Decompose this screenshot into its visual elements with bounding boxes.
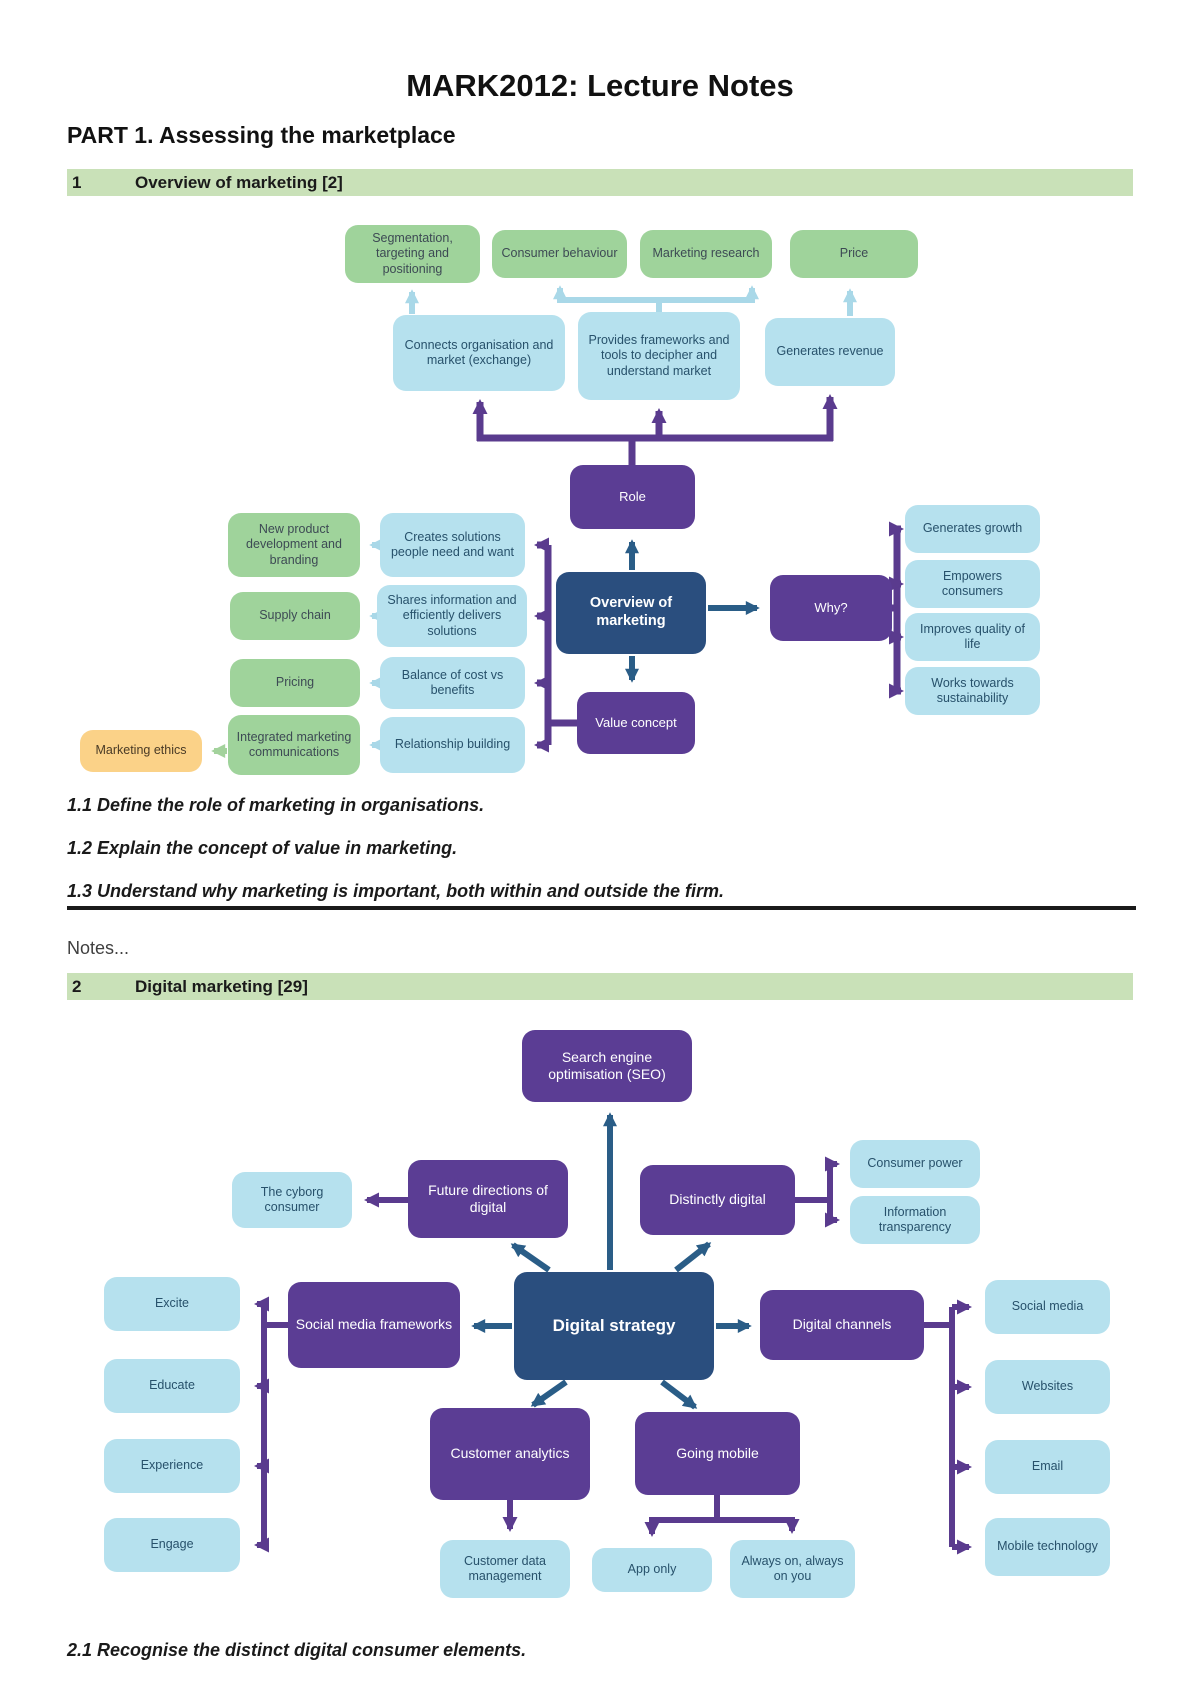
node-empowers-consumers: Empowers consumers — [905, 560, 1040, 608]
purple-branches — [254, 1156, 972, 1555]
objective-1-3: 1.3 Understand why marketing is importan… — [67, 881, 725, 901]
section-2-title: Digital marketing [29] — [135, 976, 308, 996]
section-1-heading: 1 Overview of marketing [2] — [67, 169, 1133, 196]
purple-arrows — [472, 394, 904, 753]
diagram2-connectors — [254, 1112, 972, 1555]
node-future-directions: Future directions of digital — [408, 1160, 568, 1238]
node-value-concept: Value concept — [577, 692, 695, 754]
node-engage: Engage — [104, 1518, 240, 1572]
node-overview-of-marketing: Overview of marketing — [556, 572, 706, 654]
node-social-media: Social media — [985, 1280, 1110, 1334]
node-new-product-development: New product development and branding — [228, 513, 360, 577]
node-excite: Excite — [104, 1277, 240, 1331]
node-segmentation-targeting-positioning: Segmentation, targeting and positioning — [345, 225, 480, 283]
section-2-number: 2 — [72, 976, 82, 996]
node-websites: Websites — [985, 1360, 1110, 1414]
node-integrated-marketing-communications: Integrated marketing communications — [228, 715, 360, 775]
overview-of-marketing-diagram: Segmentation, targeting and positioning … — [0, 210, 1200, 788]
page-title: MARK2012: Lecture Notes — [406, 68, 794, 103]
node-provides-frameworks: Provides frameworks and tools to deciphe… — [578, 312, 740, 400]
node-connects-organisation: Connects organisation and market (exchan… — [393, 315, 565, 391]
node-generates-growth: Generates growth — [905, 505, 1040, 553]
node-app-only: App only — [592, 1548, 712, 1592]
navy-arrows — [625, 539, 760, 683]
navy-spokes — [471, 1112, 752, 1410]
notes-placeholder: Notes... — [67, 938, 130, 958]
node-price: Price — [790, 230, 918, 278]
node-consumer-behaviour: Consumer behaviour — [492, 230, 627, 278]
node-going-mobile: Going mobile — [635, 1412, 800, 1495]
node-marketing-ethics: Marketing ethics — [80, 730, 202, 772]
node-cyborg-consumer: The cyborg consumer — [232, 1172, 352, 1228]
node-improves-quality-of-life: Improves quality of life — [905, 613, 1040, 661]
node-consumer-power: Consumer power — [850, 1140, 980, 1188]
node-shares-information: Shares information and efficiently deliv… — [377, 585, 527, 647]
node-experience: Experience — [104, 1439, 240, 1493]
node-creates-solutions: Creates solutions people need and want — [380, 513, 525, 577]
section-1-number: 1 — [72, 172, 82, 192]
node-social-media-frameworks: Social media frameworks — [288, 1282, 460, 1368]
section-1-title: Overview of marketing [2] — [135, 172, 343, 192]
section-divider — [67, 906, 1136, 910]
node-distinctly-digital: Distinctly digital — [640, 1165, 795, 1235]
objective-2-1: 2.1 Recognise the distinct digital consu… — [67, 1640, 527, 1660]
lightblue-arrows — [369, 285, 857, 752]
part-heading: PART 1. Assessing the marketplace — [67, 122, 456, 148]
node-educate: Educate — [104, 1359, 240, 1413]
node-why: Why? — [770, 575, 892, 641]
node-mobile-technology: Mobile technology — [985, 1518, 1110, 1576]
node-information-transparency: Information transparency — [850, 1196, 980, 1244]
digital-strategy-diagram: Search engine optimisation (SEO) The cyb… — [0, 1015, 1200, 1615]
objective-1-2: 1.2 Explain the concept of value in mark… — [67, 838, 458, 858]
node-generates-revenue: Generates revenue — [765, 318, 895, 386]
node-digital-strategy: Digital strategy — [514, 1272, 714, 1380]
diagram1-connectors — [211, 285, 904, 758]
node-digital-channels: Digital channels — [760, 1290, 924, 1360]
node-email: Email — [985, 1440, 1110, 1494]
node-marketing-research: Marketing research — [640, 230, 772, 278]
section-2-heading: 2 Digital marketing [29] — [67, 973, 1133, 1000]
node-customer-data-management: Customer data management — [440, 1540, 570, 1598]
node-supply-chain: Supply chain — [230, 592, 360, 640]
node-role: Role — [570, 465, 695, 529]
node-customer-analytics: Customer analytics — [430, 1408, 590, 1500]
node-works-towards-sustainability: Works towards sustainability — [905, 667, 1040, 715]
node-always-on: Always on, always on you — [730, 1540, 855, 1598]
objective-1-1: 1.1 Define the role of marketing in orga… — [67, 795, 485, 815]
node-seo: Search engine optimisation (SEO) — [522, 1030, 692, 1102]
node-relationship-building: Relationship building — [380, 717, 525, 773]
node-pricing: Pricing — [230, 659, 360, 707]
node-balance-cost-benefits: Balance of cost vs benefits — [380, 657, 525, 709]
